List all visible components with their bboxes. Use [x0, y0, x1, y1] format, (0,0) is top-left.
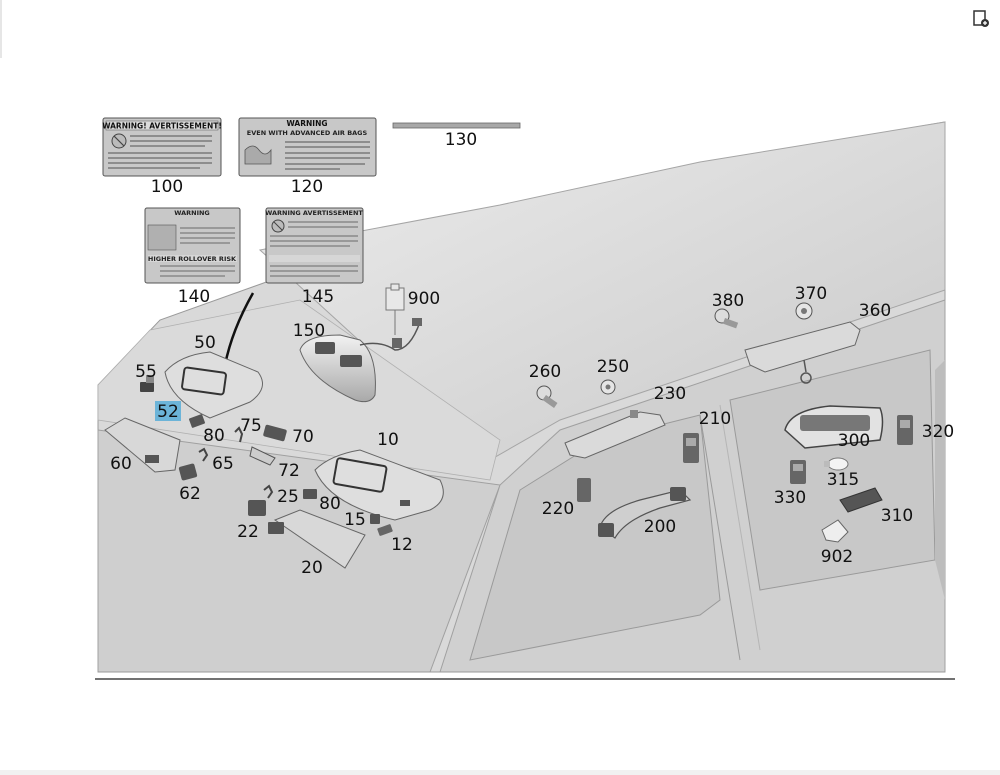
highlight-52[interactable]: 52 — [155, 401, 181, 422]
visor-panel-20 — [268, 509, 366, 569]
callout-320[interactable]: 320 — [922, 422, 954, 442]
bracket-72 — [249, 446, 276, 466]
grab-handle-200 — [598, 487, 692, 539]
open-in-new-button[interactable] — [970, 8, 992, 30]
callout-50[interactable]: 50 — [194, 333, 216, 353]
bracket-210 — [683, 433, 699, 463]
callout-60[interactable]: 60 — [110, 454, 132, 474]
screw-380 — [714, 308, 739, 329]
callout-80a[interactable]: 80 — [203, 426, 225, 446]
callout-12[interactable]: 12 — [391, 535, 413, 555]
warning-label-145: WARNING AVERTISSEMENT — [265, 207, 364, 284]
callout-230[interactable]: 230 — [654, 384, 686, 404]
callout-55[interactable]: 55 — [135, 362, 157, 382]
warning-label-100: WARNING! AVERTISSEMENT! — [102, 117, 222, 177]
callout-200[interactable]: 200 — [644, 517, 676, 537]
warning-100-title: WARNING! AVERTISSEMENT! — [102, 122, 222, 131]
callout-900[interactable]: 900 — [408, 289, 440, 309]
clip-65 — [198, 447, 209, 462]
warning-120-title: WARNING — [286, 119, 327, 128]
connector-902 — [821, 519, 849, 543]
warning-label-120: WARNING EVEN WITH ADVANCED AIR BAGS — [238, 117, 377, 177]
bracket-70 — [263, 424, 287, 442]
visor-panel-60 — [104, 417, 181, 473]
clip-55 — [140, 375, 154, 392]
callout-360[interactable]: 360 — [859, 301, 891, 321]
callout-100[interactable]: 100 — [151, 177, 183, 197]
rail-230 — [564, 410, 666, 459]
callout-10[interactable]: 10 — [377, 430, 399, 450]
warning-140-title: WARNING — [174, 209, 210, 217]
callout-145[interactable]: 145 — [302, 287, 334, 307]
callout-220[interactable]: 220 — [542, 499, 574, 519]
warning-label-140: WARNING HIGHER ROLLOVER RISK — [144, 207, 241, 284]
callout-70[interactable]: 70 — [292, 427, 314, 447]
sun-visor-50 — [164, 351, 263, 419]
warning-120-subtitle: EVEN WITH ADVANCED AIR BAGS — [247, 129, 368, 137]
open-in-new-icon — [973, 10, 989, 27]
bracket-360 — [744, 321, 861, 384]
left-edge-strip — [0, 0, 2, 58]
callout-380[interactable]: 380 — [712, 291, 744, 311]
bracket-22 — [248, 500, 266, 516]
bracket-320 — [897, 415, 913, 445]
label-strip-130 — [392, 122, 521, 129]
clip-15 — [370, 514, 380, 524]
sun-visor-10 — [314, 449, 444, 521]
hook-75 — [234, 426, 244, 443]
callout-315[interactable]: 315 — [827, 470, 859, 490]
bracket-330 — [790, 460, 806, 484]
washer-250 — [600, 379, 616, 395]
callout-150[interactable]: 150 — [293, 321, 325, 341]
bulb-315 — [824, 457, 849, 471]
callout-370[interactable]: 370 — [795, 284, 827, 304]
callout-210[interactable]: 210 — [699, 409, 731, 429]
callout-250[interactable]: 250 — [597, 357, 629, 377]
callout-120[interactable]: 120 — [291, 177, 323, 197]
washer-370 — [795, 302, 813, 320]
console-300 — [784, 405, 884, 449]
callout-75[interactable]: 75 — [240, 416, 262, 436]
callout-330[interactable]: 330 — [774, 488, 806, 508]
callout-62[interactable]: 62 — [179, 484, 201, 504]
clip-80a — [188, 414, 206, 428]
warning-145-title: WARNING AVERTISSEMENT — [265, 209, 363, 217]
overhead-console-150 — [299, 318, 422, 403]
screw-260 — [536, 385, 558, 408]
callout-20[interactable]: 20 — [301, 558, 323, 578]
callout-22[interactable]: 22 — [237, 522, 259, 542]
callout-300[interactable]: 300 — [838, 431, 870, 451]
callout-65[interactable]: 65 — [212, 454, 234, 474]
connector-900 — [385, 283, 405, 335]
warning-140-subtitle: HIGHER ROLLOVER RISK — [148, 255, 237, 263]
bracket-220 — [577, 478, 591, 502]
callout-260[interactable]: 260 — [529, 362, 561, 382]
callout-140[interactable]: 140 — [178, 287, 210, 307]
callout-310[interactable]: 310 — [881, 506, 913, 526]
callout-25[interactable]: 25 — [277, 487, 299, 507]
bottom-bar — [0, 770, 1000, 775]
callout-80b[interactable]: 80 — [319, 494, 341, 514]
bracket-62 — [178, 463, 198, 481]
clip-12 — [377, 524, 393, 536]
hook-25 — [263, 484, 274, 499]
clip-80b — [303, 489, 317, 499]
lamp-310 — [839, 487, 883, 513]
callout-130[interactable]: 130 — [445, 130, 477, 150]
callout-15[interactable]: 15 — [344, 510, 366, 530]
callout-72[interactable]: 72 — [278, 461, 300, 481]
callout-902[interactable]: 902 — [821, 547, 853, 567]
callout-52[interactable]: 52 — [157, 402, 179, 422]
